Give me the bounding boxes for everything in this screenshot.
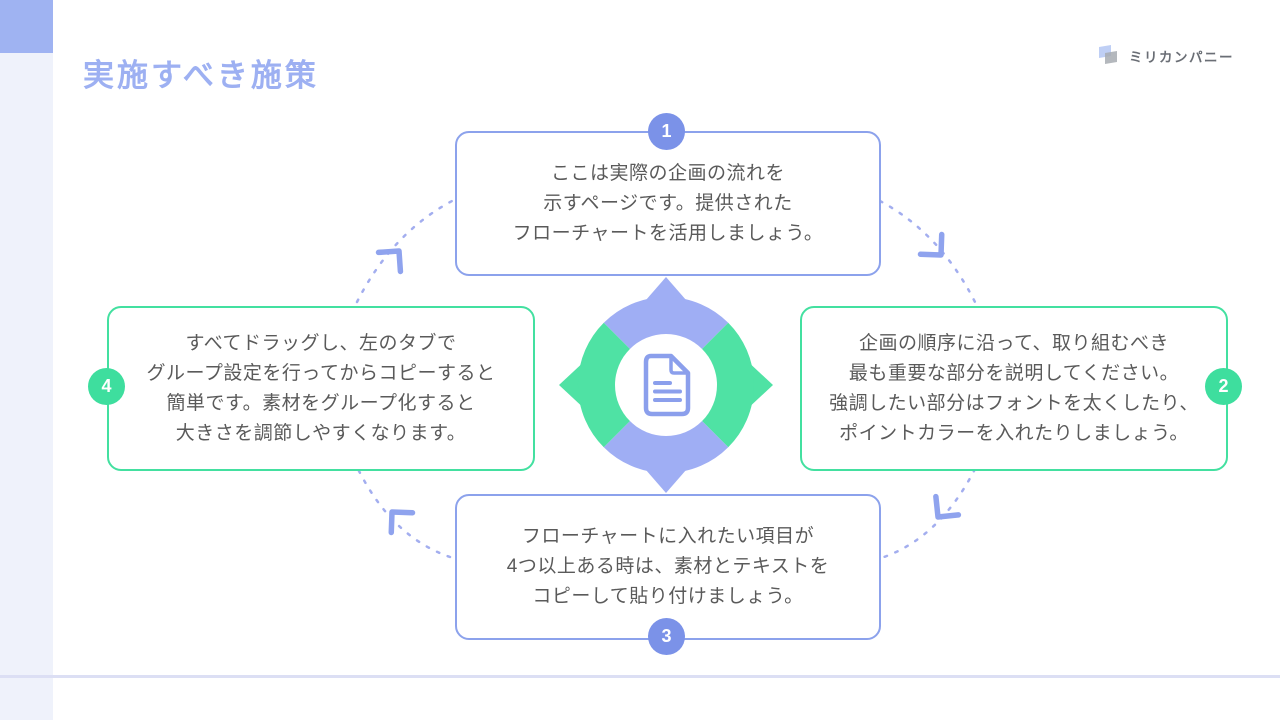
arrowhead-down-left-icon (933, 493, 962, 520)
left-accent-strip (0, 0, 53, 720)
step-card-1: ここは実際の企画の流れを 示すページです。提供された フローチャートを活用しまし… (455, 131, 881, 276)
arrowhead-down-right-icon (917, 231, 945, 258)
document-icon (643, 353, 691, 417)
ring-segment-left (578, 322, 632, 448)
step-4-number-badge: 4 (88, 368, 125, 405)
step-2-text: 企画の順序に沿って、取り組むべき 最も重要な部分を説明してください。 強調したい… (829, 332, 1199, 444)
company-logo: ミリカンパニー (1097, 44, 1234, 68)
compass-tip-south (639, 462, 693, 493)
step-card-3: フローチャートに入れたい項目が 4つ以上ある時は、素材とテキストを コピーして貼… (455, 494, 881, 640)
center-compass-shape (559, 277, 773, 493)
step-3-text: フローチャートに入れたい項目が 4つ以上ある時は、素材とテキストを コピーして貼… (506, 526, 830, 607)
ring-segment-right (700, 322, 754, 448)
ring-segment-top (603, 297, 729, 351)
connector-arc-4-to-1 (355, 199, 454, 304)
arrowhead-up-left-icon (388, 509, 416, 536)
step-1-number-badge: 1 (648, 113, 685, 150)
step-1-text: ここは実際の企画の流れを 示すページです。提供された フローチャートを活用しまし… (512, 162, 824, 244)
ring-inner-circle (615, 334, 717, 436)
connector-arc-2-to-3 (882, 467, 977, 559)
corner-accent-square (0, 0, 53, 53)
connector-arc-1-to-2 (878, 199, 977, 304)
compass-tip-east (744, 358, 773, 412)
ring-segment-bottom (603, 419, 729, 473)
page-title: 実施すべき施策 (83, 58, 319, 93)
compass-tip-north (639, 277, 693, 308)
arrowhead-up-right-icon (375, 248, 404, 275)
compass-tip-west (559, 358, 588, 412)
step-4-text: すべてドラッグし、左のタブで グループ設定を行ってからコピーすると 簡単です。素… (146, 332, 496, 444)
bottom-divider-line (0, 675, 1280, 678)
connector-arc-3-to-4 (356, 467, 452, 559)
company-logo-text: ミリカンパニー (1129, 50, 1234, 65)
step-card-4: すべてドラッグし、左のタブで グループ設定を行ってからコピーすると 簡単です。素… (107, 306, 535, 471)
step-3-number-badge: 3 (648, 618, 685, 655)
book-logo-icon (1099, 45, 1117, 64)
step-2-number-badge: 2 (1205, 368, 1242, 405)
step-card-2: 企画の順序に沿って、取り組むべき 最も重要な部分を説明してください。 強調したい… (800, 306, 1228, 471)
